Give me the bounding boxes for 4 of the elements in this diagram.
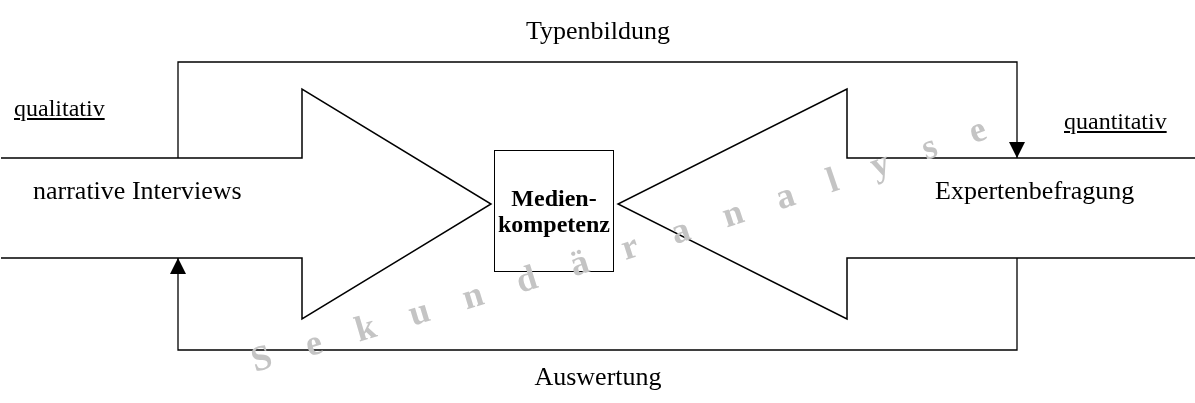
edge-label: Typenbildung	[525, 16, 671, 46]
underlined-label: qualitativ	[14, 95, 105, 122]
underlined-label: quantitativ	[1064, 108, 1167, 135]
node-text: narrative Interviews	[33, 177, 242, 206]
